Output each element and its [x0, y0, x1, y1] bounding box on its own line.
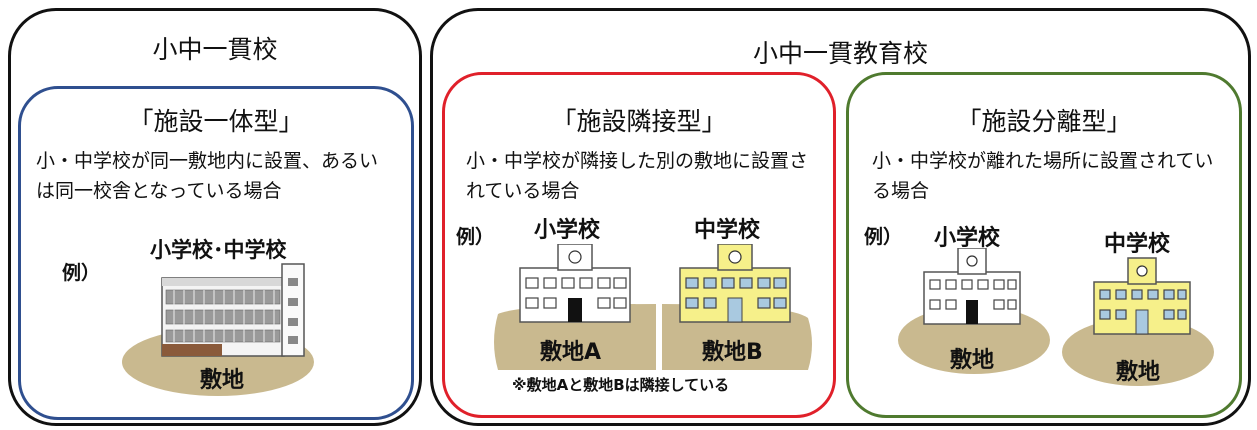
adjacency-note: ※敷地Aと敷地Bは隣接している — [512, 376, 730, 394]
adjacent-schools-illustration — [494, 244, 812, 370]
ground-right-label: 敷地 — [1116, 360, 1161, 385]
panel-separated-title: 「施設分離型」 — [956, 107, 1132, 136]
panel-adjacent-description: 小・中学校が隣接した別の敷地に設置されている場合 — [466, 150, 809, 202]
elementary-school-building — [923, 248, 1021, 325]
integrated-tower — [281, 263, 305, 357]
junior-high-building-label: 中学校 — [694, 218, 761, 243]
panel-integrated-title: 「施設一体型」 — [128, 107, 304, 136]
elementary-building-label: 小学校 — [934, 226, 1001, 251]
elementary-school-building — [519, 244, 631, 323]
junior-high-building-label: 中学校 — [1104, 232, 1171, 257]
elementary-building-label: 小学校 — [534, 218, 601, 243]
panel-adjacent-title: 「施設隣接型」 — [551, 107, 727, 136]
panel-integrated-description: 小・中学校が同一敷地内に設置、あるいは同一校舎となっている場合 — [36, 150, 379, 202]
integrated-school-illustration — [122, 263, 314, 396]
ground-a-label: 敷地A — [540, 340, 602, 365]
integrated-school-title: 小中一貫校 — [152, 35, 278, 64]
compulsory-education-title: 小中一貫教育校 — [752, 39, 928, 68]
example-label: 例） — [456, 226, 495, 248]
example-label: 例） — [62, 262, 101, 284]
ground-left-label: 敷地 — [950, 348, 995, 373]
separated-schools-illustration — [898, 248, 1214, 386]
example-label: 例） — [864, 226, 903, 248]
ground-b-label: 敷地B — [702, 340, 763, 365]
junior-high-school-building — [679, 244, 791, 323]
junior-high-school-building — [1093, 257, 1191, 335]
ground-label: 敷地 — [200, 368, 245, 393]
panel-separated-description: 小・中学校が離れた場所に設置されている場合 — [872, 150, 1214, 202]
panel-separated-facility — [846, 72, 1242, 418]
ground-right — [1062, 318, 1214, 386]
building-label: 小学校･中学校 — [150, 238, 287, 262]
